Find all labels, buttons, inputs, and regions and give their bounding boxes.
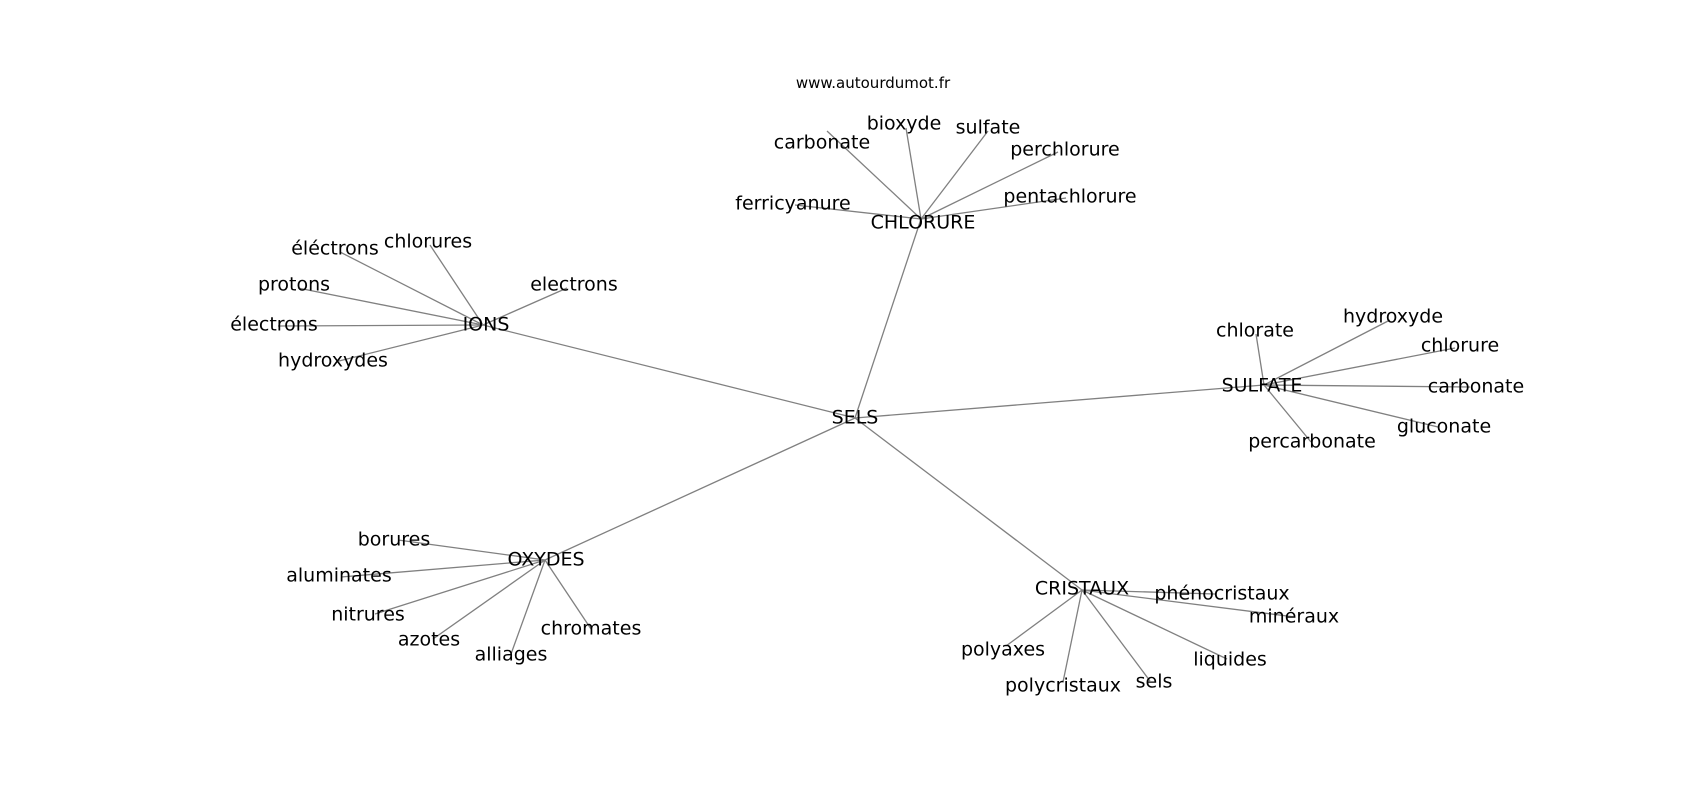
node-leaf-chlorure-bioxyde[interactable]: bioxyde [867,113,942,135]
edge-sels-chlorure [854,218,922,419]
node-leaf-oxydes-alliages[interactable]: alliages [475,644,548,666]
node-leaf-oxydes-aluminates[interactable]: aluminates [286,565,391,587]
edge-ions-hydroxydes [338,324,484,362]
edge-oxydes-chromates [544,559,592,630]
edge-cristaux-phenocristaux [1081,589,1216,595]
edge-chlorure-sulfate [920,130,989,220]
node-hub-cristaux[interactable]: CRISTAUX [1035,578,1129,600]
edge-sulfate-chlorure [1263,347,1456,386]
node-leaf-sulfate-carbonate[interactable]: carbonate [1428,376,1524,398]
node-leaf-ions-hydroxydes[interactable]: hydroxydes [278,350,388,372]
node-hub-ions[interactable]: IONS [463,314,510,336]
node-hub-chlorure[interactable]: CHLORURE [871,212,976,234]
node-leaf-chlorure-ferricyanure[interactable]: ferricyanure [735,193,850,215]
edges-layer [277,127,1471,683]
edge-chlorure-ferricyanure [794,204,922,220]
node-leaf-sulfate-hydroxyde[interactable]: hydroxyde [1343,306,1443,328]
edge-oxydes-borures [397,539,546,561]
node-leaf-ions-electrons[interactable]: électrons [230,314,318,336]
edge-chlorure-carbonate [826,130,922,220]
edge-ions-electrons [277,324,484,327]
node-leaf-cristaux-sels[interactable]: sels [1136,671,1173,693]
edge-sels-sulfate [854,384,1265,419]
node-leaf-cristaux-mineraux[interactable]: minéraux [1249,606,1339,628]
node-leaf-oxydes-borures[interactable]: borures [358,529,431,551]
node-leaf-chlorure-perchlorure[interactable]: perchlorure [1010,139,1119,161]
edge-sulfate-chlorate [1255,333,1265,386]
node-leaf-sulfate-chlorure[interactable]: chlorure [1421,335,1499,357]
edge-chlorure-pentachlorure [920,197,1067,220]
edge-ions-chlorures [429,244,484,326]
node-leaf-ions-electrons[interactable]: electrons [530,274,618,296]
edge-sels-oxydes [544,417,856,561]
edge-sulfate-percarbonate [1263,384,1312,443]
edge-sels-ions [482,324,856,419]
edge-sulfate-gluconate [1263,384,1439,428]
node-leaf-oxydes-chromates[interactable]: chromates [541,618,642,640]
edge-cristaux-sels [1081,589,1151,682]
node-leaf-ions-protons[interactable]: protons [258,274,330,296]
node-leaf-sulfate-percarbonate[interactable]: percarbonate [1248,431,1376,453]
node-leaf-cristaux-polycristaux[interactable]: polycristaux [1005,675,1121,697]
edge-cristaux-polycristaux [1062,589,1083,683]
node-leaf-oxydes-azotes[interactable]: azotes [398,629,460,651]
node-leaf-cristaux-liquides[interactable]: liquides [1193,649,1267,671]
node-leaf-chlorure-pentachlorure[interactable]: pentachlorure [1003,186,1136,208]
node-leaf-ions-electrons[interactable]: éléctrons [291,238,379,260]
edge-ions-protons [297,287,484,326]
node-leaf-sulfate-gluconate[interactable]: gluconate [1397,416,1491,438]
edge-oxydes-nitrures [374,559,546,615]
node-leaf-sulfate-chlorate[interactable]: chlorate [1216,320,1294,342]
node-leaf-ions-chlorures[interactable]: chlorures [384,231,472,253]
edge-sulfate-carbonate [1263,384,1471,388]
node-center-sels[interactable]: SELS [832,407,879,429]
node-leaf-chlorure-sulfate[interactable]: sulfate [956,117,1021,139]
edge-ions-electrons [482,287,568,326]
node-hub-sulfate[interactable]: SULFATE [1222,375,1303,397]
edge-sulfate-hydroxyde [1263,319,1391,386]
edge-cristaux-liquides [1081,589,1228,660]
edge-ions-electrons [339,251,484,326]
edge-sels-cristaux [854,417,1083,591]
edge-cristaux-polyaxes [1005,589,1083,647]
edge-oxydes-azotes [432,559,546,640]
edge-oxydes-alliages [510,559,546,655]
source-url[interactable]: www.autourdumot.fr [796,74,951,92]
node-leaf-oxydes-nitrures[interactable]: nitrures [331,604,405,626]
edge-chlorure-bioxyde [905,127,922,220]
edge-oxydes-aluminates [340,559,546,578]
node-leaf-cristaux-phenocristaux[interactable]: phénocristaux [1154,583,1289,605]
node-leaf-cristaux-polyaxes[interactable]: polyaxes [961,639,1045,661]
edge-chlorure-perchlorure [920,151,1059,220]
node-leaf-chlorure-carbonate[interactable]: carbonate [774,132,870,154]
node-hub-oxydes[interactable]: OXYDES [507,549,584,571]
edge-cristaux-mineraux [1081,589,1296,618]
